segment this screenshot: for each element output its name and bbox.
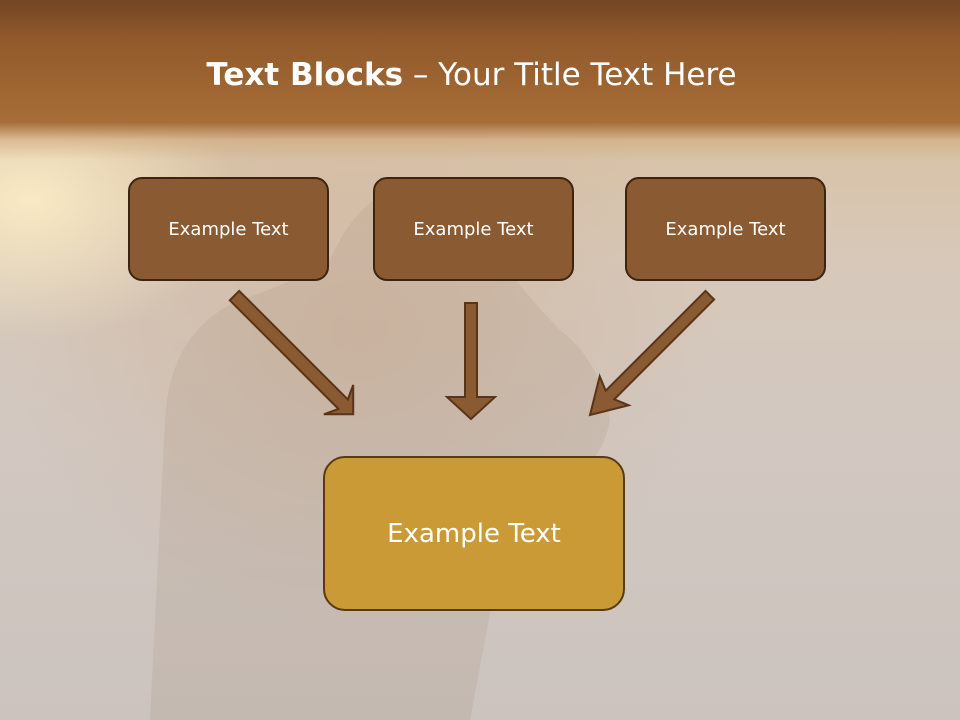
text-box-3-label: Example Text bbox=[665, 218, 786, 240]
text-box-2[interactable]: Example Text bbox=[373, 177, 574, 281]
title-rest: – Your Title Text Here bbox=[403, 57, 737, 93]
text-box-1[interactable]: Example Text bbox=[128, 177, 329, 281]
main-text-box-label: Example Text bbox=[387, 518, 561, 549]
arrow-left bbox=[228, 289, 355, 416]
text-box-1-label: Example Text bbox=[168, 218, 289, 240]
text-box-3[interactable]: Example Text bbox=[625, 177, 826, 281]
text-box-2-label: Example Text bbox=[413, 218, 534, 240]
slide-title: Text Blocks – Your Title Text Here bbox=[0, 52, 943, 98]
main-text-box[interactable]: Example Text bbox=[323, 456, 625, 611]
arrow-center bbox=[444, 302, 498, 421]
title-band bbox=[0, 0, 960, 160]
arrow-right bbox=[588, 289, 716, 417]
title-bold: Text Blocks bbox=[206, 57, 404, 93]
